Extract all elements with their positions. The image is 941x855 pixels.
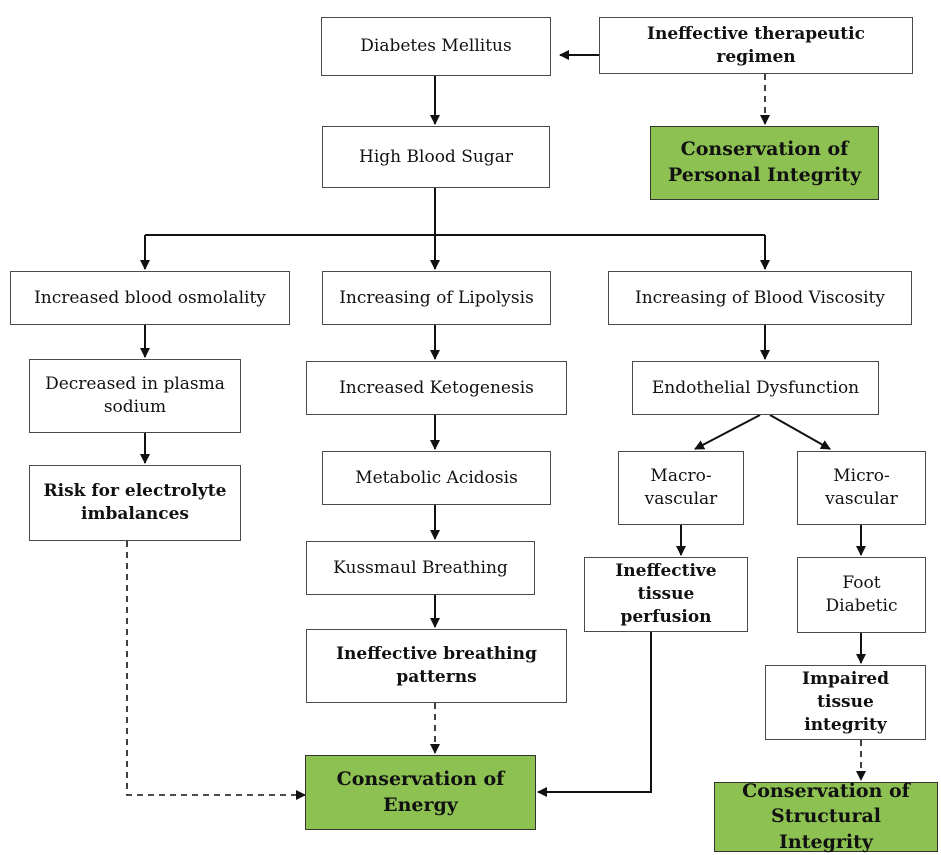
node-metabolic-acidosis: Metabolic Acidosis xyxy=(322,451,551,505)
node-label-line: integrity xyxy=(804,714,887,735)
node-label-line: Increasing of Blood Viscosity xyxy=(634,287,885,308)
node-label-line: Ineffective breathing xyxy=(336,644,537,665)
node-macro-vascular: Macro-vascular xyxy=(618,451,744,525)
node-increasing-blood-viscosity: Increasing of Blood Viscosity xyxy=(608,271,912,325)
node-label-line: Endothelial Dysfunction xyxy=(651,377,860,398)
node-label-line: Structural Integrity xyxy=(770,805,882,853)
node-label: Diabetes Mellitus xyxy=(360,35,511,58)
node-label: Conservation of Personal Integrity xyxy=(668,137,861,188)
node-label-line: Impaired tissue xyxy=(802,669,889,713)
node-label: Increased blood osmolality xyxy=(34,287,266,310)
node-label-line: Increasing of Lipolysis xyxy=(339,287,534,308)
node-label-line: imbalances xyxy=(81,504,189,524)
node-label-line: Foot xyxy=(842,573,881,594)
node-conservation-structural-integrity: Conservation of Structural Integrity xyxy=(714,779,938,855)
node-label-line: Conservation of xyxy=(680,138,849,161)
node-label-line: vascular xyxy=(825,489,898,509)
node-label-line: Increased blood osmolality xyxy=(34,287,266,308)
node-label: Metabolic Acidosis xyxy=(355,467,518,490)
node-label: Increased Ketogenesis xyxy=(339,377,534,400)
node-endothelial-dysfunction: Endothelial Dysfunction xyxy=(632,361,879,415)
edge-itp-coe xyxy=(537,632,652,797)
node-label-line: vascular xyxy=(644,489,718,509)
node-label-line: Energy xyxy=(383,793,458,816)
node-label-line: Ineffective xyxy=(615,561,717,582)
node-label-line: Conservation of xyxy=(742,779,910,802)
node-label: Macro-vascular xyxy=(645,465,718,511)
node-label-line: Diabetes Mellitus xyxy=(360,36,512,57)
node-label-line: tissue perfusion xyxy=(620,584,712,627)
node-label: Ineffective therapeutic regimen xyxy=(606,23,906,69)
node-label-line: Kussmaul Breathing xyxy=(333,557,508,578)
node-label-line: Diabetic xyxy=(825,596,898,616)
node-label: Conservation of Structural Integrity xyxy=(721,779,931,855)
node-label-line: Ineffective therapeutic regimen xyxy=(647,23,865,67)
node-label: High Blood Sugar xyxy=(359,146,513,169)
edge-rei-coe xyxy=(126,541,306,800)
node-label-line: Macro- xyxy=(650,466,712,487)
node-label-line: Conservation of xyxy=(336,767,505,790)
node-micro-vascular: Micro-vascular xyxy=(797,451,926,525)
node-label-line: Personal Integrity xyxy=(667,164,862,186)
node-label: Micro-vascular xyxy=(825,465,898,511)
node-label-line: Micro- xyxy=(833,466,890,487)
node-label-line: patterns xyxy=(396,667,477,687)
node-increased-ketogenesis: Increased Ketogenesis xyxy=(306,361,567,415)
node-label: Increasing of Blood Viscosity xyxy=(635,287,885,310)
node-high-blood-sugar: High Blood Sugar xyxy=(322,126,550,188)
node-label: Increasing of Lipolysis xyxy=(339,287,534,310)
node-ineffective-therapeutic-regimen: Ineffective therapeutic regimen xyxy=(599,17,913,74)
node-label-line: Increased Ketogenesis xyxy=(339,377,534,398)
edge-edy-mav xyxy=(694,414,761,450)
edge-edy-miv xyxy=(769,414,831,450)
node-conservation-personal-integrity: Conservation of Personal Integrity xyxy=(650,126,879,200)
node-label-line: Metabolic Acidosis xyxy=(355,467,518,488)
node-increasing-lipolysis: Increasing of Lipolysis xyxy=(322,271,551,325)
node-label: Conservation of Energy xyxy=(337,767,505,818)
node-label-line: sodium xyxy=(103,397,167,417)
node-label-line: Risk for electrolyte xyxy=(43,481,227,502)
node-label-line: High Blood Sugar xyxy=(359,146,513,167)
node-label: Kussmaul Breathing xyxy=(333,557,508,580)
node-diabetes-mellitus: Diabetes Mellitus xyxy=(321,17,551,76)
node-label: Endothelial Dysfunction xyxy=(652,377,859,400)
node-label-line: Decreased in plasma xyxy=(45,374,225,395)
node-kussmaul-breathing: Kussmaul Breathing xyxy=(306,541,535,595)
node-conservation-energy: Conservation of Energy xyxy=(305,755,536,830)
node-increased-blood-osmolality: Increased blood osmolality xyxy=(10,271,290,325)
